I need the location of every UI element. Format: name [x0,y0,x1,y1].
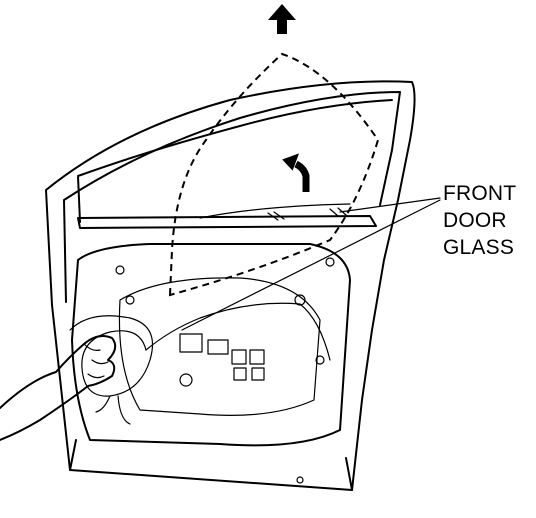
curved-up-arrow-icon [282,153,310,192]
door-glass-edge [199,203,351,219]
panel-hole-6 [125,295,135,305]
hand [0,335,117,441]
leader-line-2 [181,199,441,331]
window-sash-inner [77,99,393,223]
panel-hole-7 [296,476,304,484]
inner-panel-cutout [118,277,321,416]
up-arrow-icon [268,4,296,34]
callout-line-1: FRONT [443,182,517,205]
panel-hole-4 [325,257,335,267]
panel-hole-5 [315,355,325,365]
door-glass-dashed-outline [168,52,380,297]
window-belt-line [77,215,377,229]
glass-tick-1 [267,212,279,221]
regulator-slot-2 [207,339,229,355]
door-inner-frame [63,91,401,303]
callout-line-3: GLASS [443,236,515,259]
callout-line-2: DOOR [443,209,507,232]
regulator-slot-1 [179,333,203,353]
glass-tick-3 [329,208,339,217]
regulator-slot-4 [249,349,265,365]
leader-line-1 [339,197,441,213]
hand-fingers [83,343,109,379]
door-outer-frame [45,80,416,491]
wiring-harness-branch [145,302,331,361]
regulator-slot-3 [231,349,247,365]
panel-hole-1 [179,373,193,387]
regulator-slot-5 [233,367,247,381]
front-door-glass-label: FRONT DOOR GLASS [443,180,516,261]
panel-hole-2 [294,294,306,306]
wiring-harness-lower [95,395,131,425]
door-lower-edge [69,439,353,491]
glass-tick-2 [273,211,285,220]
regulator-slot-6 [251,367,265,381]
inner-panel-outline [71,243,351,447]
panel-hole-3 [115,265,125,275]
